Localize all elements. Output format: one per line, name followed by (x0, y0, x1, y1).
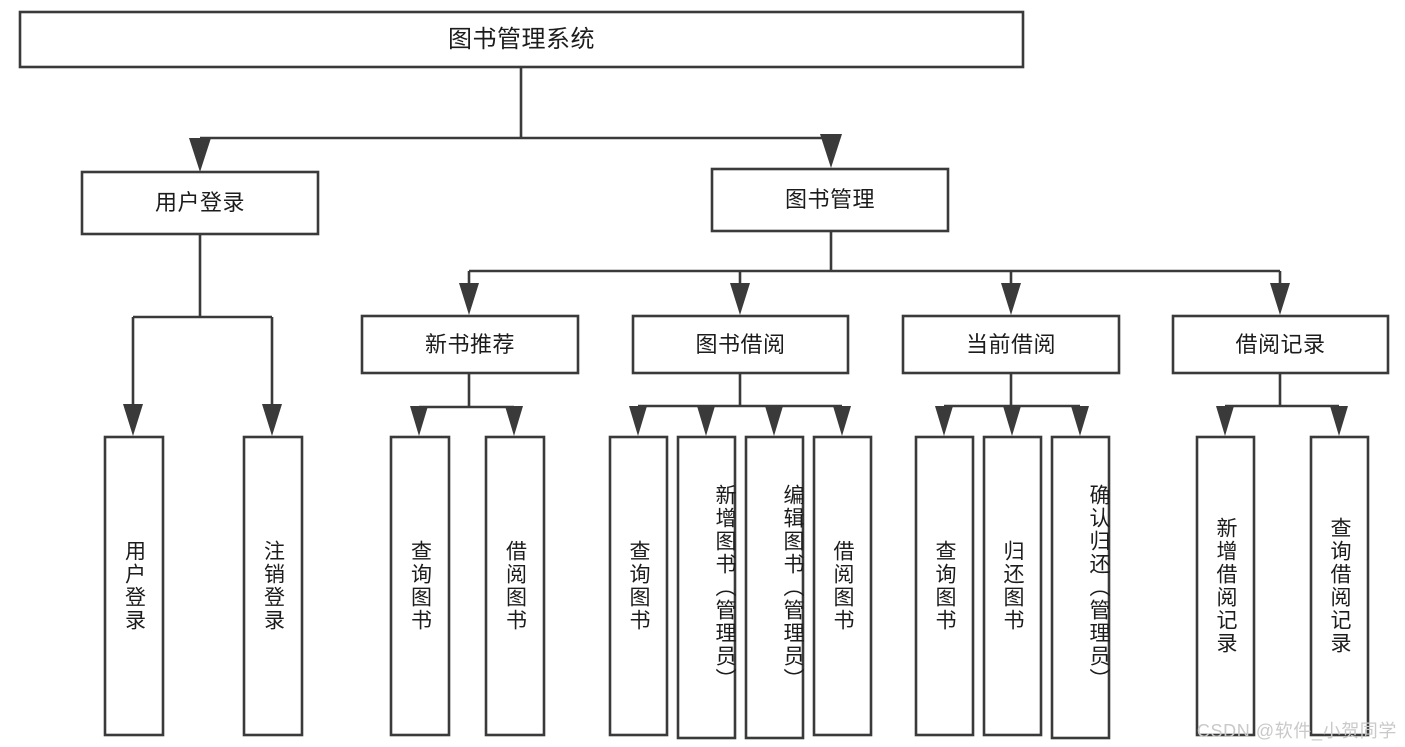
node-user-login[interactable] (82, 172, 318, 234)
edge-root-to-level2 (198, 68, 833, 158)
arrow-to-leaf-borrow-book-1 (505, 406, 523, 436)
arrow-to-leaf-borrow-book-2 (833, 406, 851, 436)
arrow-to-leaf-query-book-1 (410, 406, 428, 436)
node-box-leaf-return-book (982, 435, 1043, 737)
node-leaf-edit-book[interactable] (746, 437, 803, 738)
node-box-root (18, 10, 1025, 69)
arrow-to-leaf-add-record (1216, 406, 1234, 436)
node-box-leaf-borrow-book-1 (484, 435, 546, 737)
node-box-borrow-record (1171, 314, 1390, 375)
arrow-to-leaf-query-record (1330, 406, 1348, 436)
arrow-to-user-login (189, 138, 211, 172)
node-leaf-logout[interactable] (244, 437, 302, 735)
arrow-to-book-borrow (730, 283, 750, 315)
node-boxes (18, 10, 1390, 740)
node-borrow-record[interactable] (1173, 316, 1388, 373)
node-leaf-query-book-3[interactable] (916, 437, 973, 735)
edge-bookborrow-to-leaves (636, 374, 844, 422)
node-box-current-borrow (901, 314, 1121, 375)
node-box-leaf-query-book-2 (608, 435, 669, 737)
arrow-to-current-borrow (1001, 283, 1021, 315)
node-leaf-add-book[interactable] (678, 437, 735, 738)
node-leaf-borrow-book-1[interactable] (486, 437, 544, 735)
node-leaf-borrow-book-2[interactable] (814, 437, 871, 735)
arrow-to-new-book-rec (459, 283, 479, 315)
node-current-borrow[interactable] (903, 316, 1119, 373)
arrow-to-leaf-add-book (697, 406, 715, 436)
edge-borrowrecord-to-leaves (1223, 374, 1341, 422)
node-box-leaf-edit-book (744, 435, 805, 740)
node-leaf-user-login[interactable] (105, 437, 163, 735)
node-box-leaf-user-login (103, 435, 165, 737)
arrow-to-borrow-record (1270, 283, 1290, 315)
node-new-book-rec[interactable] (362, 316, 578, 373)
edge-userlogin-to-leaves (131, 235, 274, 420)
edge-bookmanage-to-level3 (467, 232, 1282, 298)
node-leaf-query-book-1[interactable] (391, 437, 449, 735)
node-box-book-borrow (631, 314, 850, 375)
node-book-borrow[interactable] (633, 316, 848, 373)
arrow-to-leaf-query-book-3 (935, 406, 953, 436)
node-leaf-query-record[interactable] (1311, 437, 1368, 735)
node-leaf-return-book[interactable] (984, 437, 1041, 735)
arrow-to-leaf-confirm-return (1071, 406, 1089, 436)
node-book-manage[interactable] (712, 169, 948, 231)
node-box-new-book-rec (360, 314, 580, 375)
node-box-leaf-query-book-1 (389, 435, 451, 737)
node-root[interactable] (20, 12, 1023, 67)
arrow-to-book-manage (820, 134, 842, 168)
node-box-leaf-logout (242, 435, 304, 737)
arrow-to-leaf-query-book-2 (629, 406, 647, 436)
node-box-leaf-query-record (1309, 435, 1370, 737)
arrowheads (123, 134, 1348, 436)
node-box-leaf-add-record (1195, 435, 1256, 737)
node-box-leaf-borrow-book-2 (812, 435, 873, 737)
arrow-to-leaf-user-login (123, 404, 143, 436)
arrow-to-leaf-logout (262, 404, 282, 436)
node-box-book-manage (710, 167, 950, 233)
node-leaf-query-book-2[interactable] (610, 437, 667, 735)
watermark-text: CSDN @软件_小贺同学 (1196, 721, 1397, 741)
arrow-to-leaf-edit-book (765, 406, 783, 436)
node-leaf-confirm-return[interactable] (1052, 437, 1109, 738)
node-leaf-add-record[interactable] (1197, 437, 1254, 735)
node-box-user-login (80, 170, 320, 236)
node-box-leaf-add-book (676, 435, 737, 740)
arrow-to-leaf-return-book (1003, 406, 1021, 436)
edge-newbook-to-leaves (417, 374, 516, 422)
node-box-leaf-query-book-3 (914, 435, 975, 737)
node-box-leaf-confirm-return (1050, 435, 1111, 740)
